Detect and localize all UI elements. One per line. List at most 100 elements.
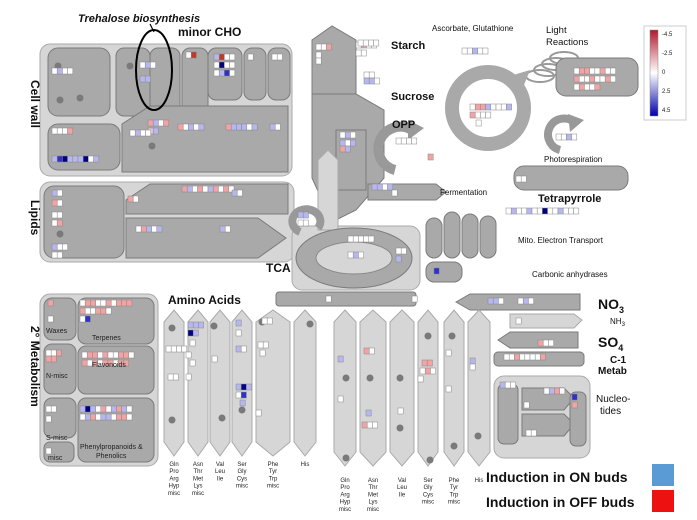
- gene-tile: [123, 351, 130, 359]
- gene-tile: [176, 345, 182, 353]
- gene-tile: [93, 155, 100, 163]
- gene-tile: [188, 123, 194, 131]
- gene-tile: [192, 321, 199, 329]
- gene-tile: [224, 69, 230, 77]
- gene-tile: [315, 51, 322, 59]
- gene-tile: [376, 183, 383, 191]
- gene-tile: [276, 53, 283, 61]
- sucrose-inner: [335, 129, 367, 191]
- gene-tile: [165, 345, 172, 353]
- gene-tile: [235, 345, 242, 353]
- gene-tile: [185, 51, 192, 59]
- aa-column-0: [163, 309, 185, 457]
- gene-tile: [192, 185, 198, 193]
- aa-group-label: Met: [193, 476, 203, 482]
- cell-wall-label: Cell wall: [28, 80, 42, 128]
- gene-tile: [302, 219, 309, 227]
- tides-label: tides: [600, 406, 621, 417]
- gene-tile: [573, 67, 580, 75]
- gene-tile: [224, 225, 231, 233]
- secondary-metabolism-label: 2° Metabolism: [28, 326, 42, 407]
- gene-tile: [241, 123, 248, 131]
- gene-tile: [525, 429, 532, 437]
- aa-group-label: Arg: [340, 492, 349, 498]
- gene-tile: [368, 235, 375, 243]
- gene-tile: [397, 407, 404, 415]
- gene-tile: [522, 297, 529, 305]
- gene-tile: [181, 185, 188, 193]
- gene-tile: [79, 413, 86, 421]
- gene-tile: [584, 67, 590, 75]
- gene-tile: [515, 317, 522, 325]
- gene-tile: [112, 351, 119, 359]
- aa-group-label: misc: [236, 484, 248, 490]
- gene-tile: [236, 189, 243, 197]
- gene-tile: [105, 307, 112, 315]
- gene-tile: [126, 413, 133, 421]
- gene-tile: [218, 69, 225, 77]
- gene-tile: [100, 307, 107, 315]
- mito-label: Mito. Electron Transport: [518, 236, 604, 245]
- aa-group-label: Met: [368, 492, 378, 498]
- gene-tile: [514, 353, 520, 361]
- gene-tile: [599, 75, 606, 83]
- gene-tile: [235, 391, 242, 399]
- aa-group-label: misc: [339, 507, 351, 513]
- gene-tile: [56, 349, 62, 357]
- aa-group-label: misc: [267, 484, 279, 490]
- gene-tile: [302, 211, 309, 219]
- gene-tile: [177, 123, 184, 131]
- gene-tile: [469, 103, 476, 111]
- gene-tile: [547, 207, 554, 215]
- gene-tile: [578, 67, 585, 75]
- gene-tile: [156, 225, 163, 233]
- so4-label: SO4: [598, 334, 623, 353]
- gene-tile: [373, 39, 380, 47]
- gene-tile: [506, 103, 512, 111]
- aa-group-label: Gln: [169, 462, 178, 468]
- cell-wall-box-1: [47, 47, 111, 117]
- aa-group-label: Phe: [268, 462, 279, 468]
- metab-label: Metab: [598, 366, 627, 377]
- gene-tile: [84, 405, 91, 413]
- gene-tile: [211, 355, 218, 363]
- lipids-label: Lipids: [28, 200, 42, 236]
- gene-tile: [325, 295, 332, 303]
- gene-tile: [47, 315, 54, 323]
- gene-tile: [372, 421, 378, 429]
- gene-tile: [531, 207, 538, 215]
- gene-tile: [193, 123, 200, 131]
- gene-tile: [197, 185, 204, 193]
- aa-column-3: [417, 309, 439, 467]
- aa-group-label: His: [475, 478, 484, 484]
- gene-tile: [433, 267, 440, 275]
- aa-group-label: Arg: [169, 476, 178, 482]
- gene-tile: [315, 43, 322, 51]
- gene-tile: [352, 251, 359, 259]
- gene-tile: [229, 53, 236, 61]
- gene-tile: [262, 341, 269, 349]
- gene-tile: [395, 247, 402, 255]
- gene-tile: [361, 421, 368, 429]
- gene-tile: [350, 139, 356, 147]
- gene-tile: [51, 127, 58, 135]
- gene-tile: [568, 207, 574, 215]
- color-scale-ticks: -4.5-2.502.54.5: [662, 32, 673, 114]
- gene-tile: [589, 75, 596, 83]
- gene-tile: [366, 421, 373, 429]
- gene-tile: [557, 207, 564, 215]
- gene-tile: [90, 413, 96, 421]
- gene-tile: [542, 207, 548, 215]
- gene-tile: [540, 353, 546, 361]
- gene-tile: [469, 357, 476, 365]
- gene-tile: [51, 243, 58, 251]
- gene-tile: [492, 297, 499, 305]
- waxes-label: Waxes: [46, 328, 68, 335]
- aa-group-label: Ile: [399, 492, 406, 498]
- gene-tile: [610, 67, 616, 75]
- legend-swatch-off: [652, 490, 674, 512]
- gene-tile: [495, 103, 502, 111]
- gene-tile: [578, 83, 585, 91]
- gene-tile: [536, 207, 543, 215]
- n-misc-label: N-misc: [46, 373, 68, 380]
